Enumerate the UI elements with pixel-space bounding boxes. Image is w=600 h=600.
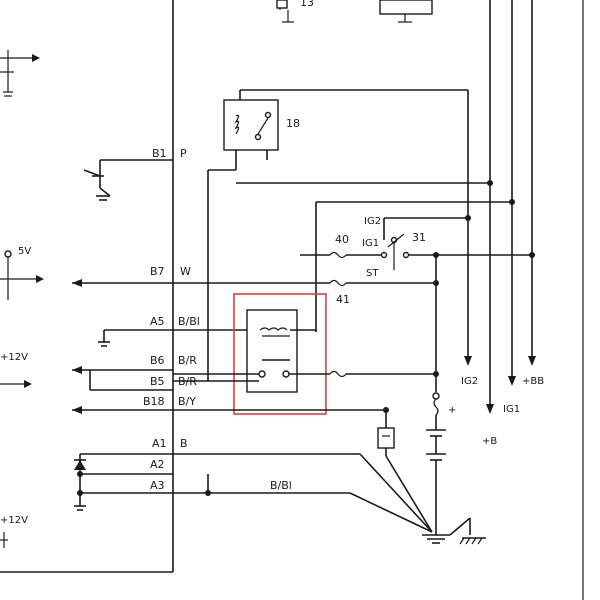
switch-st-label: ST	[366, 268, 379, 279]
pin-a5-color-label: B/Bl	[178, 315, 200, 328]
pin-b7-color-label: W	[180, 265, 191, 278]
pin-a5-circuit: A5 B/Bl	[98, 315, 260, 347]
supply-12v-a-label: +12V	[0, 352, 28, 363]
pin-a2-label: A2	[150, 458, 165, 471]
pin-b18-circuit: B18 B/Y	[72, 395, 395, 456]
pin-a3-label: A3	[150, 479, 165, 492]
battery-plus-label: +	[448, 405, 456, 416]
pin-a1-color-label: B	[180, 437, 188, 450]
fuse-41-label: 41	[336, 293, 350, 306]
relay-18-label: 18	[286, 117, 300, 130]
switch-ig1-label: IG1	[362, 238, 379, 249]
pin-b5-label: B5	[150, 375, 165, 388]
top-component-13: 13	[276, 0, 314, 23]
pin-b18-color-label: B/Y	[178, 395, 196, 408]
supply-rails: IG2 IG1 +B +BB	[236, 0, 544, 447]
ground-circuits: A1 B A2 A3 B/Bl	[74, 437, 486, 545]
pin-a1-label: A1	[152, 437, 167, 450]
pin-b1-color-label: P	[180, 147, 187, 160]
component-13-label: 13	[300, 0, 314, 9]
pin-a3-color-label: B/Bl	[270, 479, 292, 492]
pin-b6-color-label: B/R	[178, 354, 197, 367]
pin-b1-label: B1	[152, 147, 167, 160]
pin-a5-label: A5	[150, 315, 165, 328]
plus-b-supply-label: +B	[482, 436, 497, 447]
supply-12v-b-label: +12V	[0, 515, 28, 526]
pin-b7-circuit: 41 B7 W	[72, 265, 439, 306]
plus-bb-supply-label: +BB	[522, 376, 544, 387]
highlight-box	[233, 293, 327, 415]
highlighted-relay	[233, 293, 327, 415]
pin-b5-color-label: B/R	[178, 375, 197, 388]
ig2-supply-label: IG2	[461, 376, 478, 387]
pin-b6-b5-circuit: B6 B/R B5 B/R	[72, 354, 439, 391]
pin-b1-circuit: B1 P	[83, 147, 187, 201]
top-component-right	[379, 0, 433, 23]
left-fragments: 5V +12V +12V	[0, 50, 44, 548]
switch-ig2-label: IG2	[364, 216, 381, 227]
fuse-40-label: 40	[335, 233, 349, 246]
switch-31-label: 31	[412, 231, 426, 244]
battery: +	[426, 285, 456, 535]
ig1-supply-label: IG1	[503, 404, 520, 415]
pin-b6-label: B6	[150, 354, 165, 367]
supply-5v-label: 5V	[18, 246, 31, 257]
pin-b7-label: B7	[150, 265, 165, 278]
pin-b18-label: B18	[143, 395, 165, 408]
ignition-switch-31: 40 IG2 IG1 ST 31	[300, 216, 426, 279]
relay-18: 18	[207, 89, 469, 381]
